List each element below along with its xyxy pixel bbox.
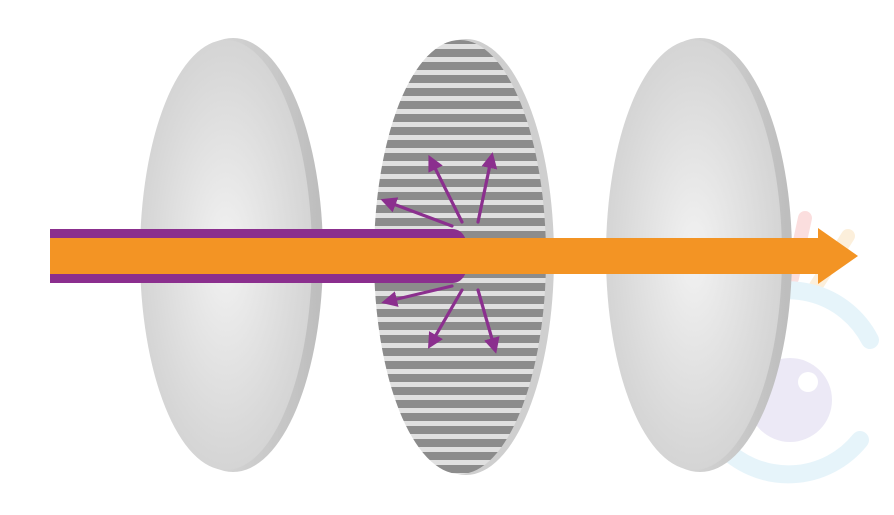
filter-stripe-dark — [374, 179, 546, 187]
filter-stripe-dark — [374, 49, 546, 57]
filter-stripe-dark — [374, 361, 546, 369]
filter-stripe-light — [374, 148, 546, 153]
filter-stripe-dark — [374, 426, 546, 434]
scatter-arrows — [380, 152, 500, 354]
filter-stripe-light — [374, 473, 546, 474]
filter-stripe-light — [374, 330, 546, 335]
purple-arrow-icon — [380, 197, 454, 228]
filter-stripe-light — [374, 304, 546, 309]
filter-stripe-dark — [374, 62, 546, 70]
filter-stripe-light — [374, 44, 546, 49]
filter-stripe-dark — [374, 166, 546, 174]
filter-stripe-light — [374, 343, 546, 348]
filter-stripe-light — [374, 83, 546, 88]
filter-stripe-light — [374, 135, 546, 140]
filter-stripe-light — [374, 200, 546, 205]
filter-stripe-light — [374, 317, 546, 322]
filter-stripe-dark — [374, 452, 546, 460]
filter-stripe-light — [374, 460, 546, 465]
filter-stripe-dark — [374, 387, 546, 395]
purple-arrow-icon — [476, 288, 500, 354]
filter-stripe-light — [374, 213, 546, 218]
filter-stripe-dark — [374, 322, 546, 330]
filter-stripe-dark — [374, 283, 546, 291]
filter-stripe-light — [374, 447, 546, 452]
filter-stripe-dark — [374, 413, 546, 421]
filter-stripe-dark — [374, 296, 546, 304]
filter-stripe-light — [374, 356, 546, 361]
filter-stripe-dark — [374, 40, 546, 44]
filter-stripe-light — [374, 187, 546, 192]
filter-stripe-light — [374, 122, 546, 127]
filter-stripe-dark — [374, 192, 546, 200]
orange-beam — [50, 228, 858, 284]
filter-stripe-light — [374, 408, 546, 413]
filter-stripe-dark — [374, 439, 546, 447]
filter-stripe-dark — [374, 75, 546, 83]
filter-stripe-light — [374, 57, 546, 62]
filter-stripe-dark — [374, 140, 546, 148]
filter-stripe-light — [374, 382, 546, 387]
filter-stripe-light — [374, 109, 546, 114]
filter-stripe-dark — [374, 335, 546, 343]
filter-stripe-dark — [374, 400, 546, 408]
filter-stripe-light — [374, 369, 546, 374]
filter-stripe-dark — [374, 374, 546, 382]
filter-stripe-dark — [374, 309, 546, 317]
purple-arrow-icon — [428, 288, 464, 349]
filter-stripe-light — [374, 96, 546, 101]
filter-stripe-dark — [374, 205, 546, 213]
filter-stripe-dark — [374, 114, 546, 122]
filter-stripe-light — [374, 161, 546, 166]
purple-arrow-icon — [428, 154, 464, 224]
filter-stripe-dark — [374, 88, 546, 96]
purple-arrow-icon — [381, 284, 454, 307]
filter-stripe-dark — [374, 218, 546, 226]
orange-arrowhead-icon — [818, 228, 858, 284]
filter-stripe-dark — [374, 153, 546, 161]
filter-stripe-dark — [374, 465, 546, 473]
filter-stripe-dark — [374, 101, 546, 109]
filter-stripe-light — [374, 226, 546, 231]
filter-stripe-light — [374, 174, 546, 179]
filter-stripe-light — [374, 70, 546, 75]
filter-stripe-light — [374, 421, 546, 426]
filter-stripe-light — [374, 434, 546, 439]
filter-stripe-dark — [374, 348, 546, 356]
purple-arrow-icon — [476, 152, 498, 224]
filter-stripe-light — [374, 395, 546, 400]
filter-stripe-dark — [374, 127, 546, 135]
filter-stripe-light — [374, 291, 546, 296]
